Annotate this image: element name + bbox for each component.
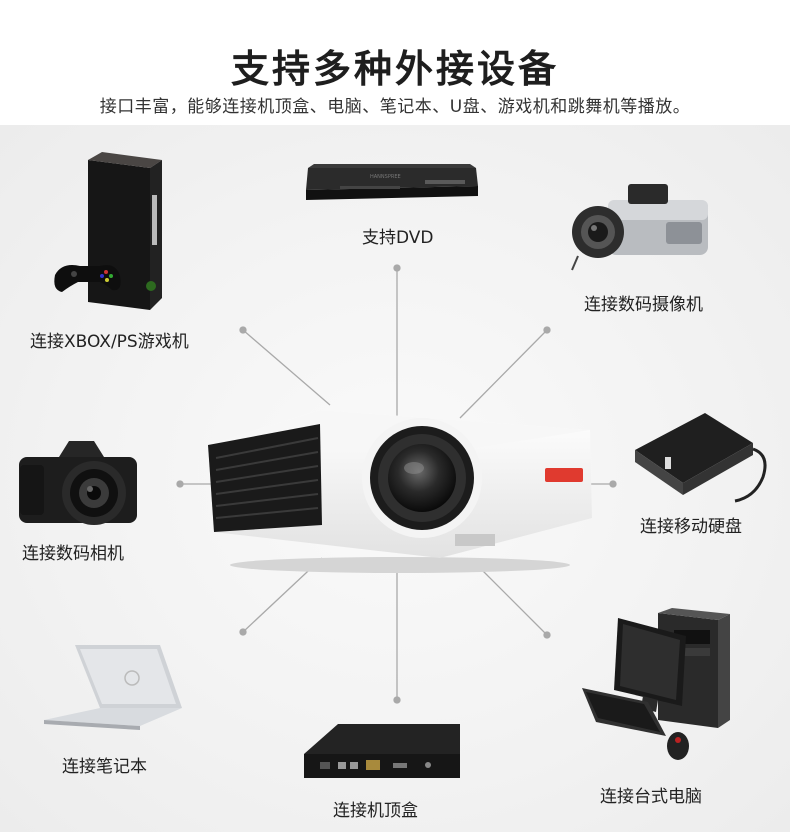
hdd-label: 连接移动硬盘 (640, 517, 742, 537)
laptop-icon (44, 645, 182, 730)
header: 支持多种外接设备 接口丰富，能够连接机顶盒、电脑、笔记本、U盘、游戏机和跳舞机等… (0, 0, 790, 125)
laptop-label: 连接笔记本 (62, 757, 147, 777)
camcorder-label: 连接数码摄像机 (584, 295, 703, 315)
game-console-icon (54, 152, 162, 310)
svg-text:HANNSPREE: HANNSPREE (370, 174, 401, 180)
connector-dot-laptop (239, 628, 247, 636)
connector-dot-camcorder (543, 326, 551, 334)
connector-line-desktop (471, 559, 548, 636)
desktop-pc-icon (582, 608, 730, 760)
connector-dot-settop (393, 696, 401, 704)
set-top-box-icon (304, 724, 460, 778)
settop-label: 连接机顶盒 (333, 801, 418, 821)
dvd-label: 支持DVD (362, 228, 434, 248)
page-title: 支持多种外接设备 (230, 47, 559, 91)
connector-dot-desktop (543, 631, 551, 639)
xbox-label: 连接XBOX/PS游戏机 (30, 332, 189, 352)
connector-line-camcorder (459, 329, 548, 419)
desktop-label: 连接台式电脑 (600, 787, 702, 807)
external-hdd-icon (635, 413, 767, 503)
dvd-player-icon: HANNSPREE (306, 164, 478, 200)
camera-icon (19, 441, 137, 525)
connector-dot-camera (176, 480, 184, 488)
camcorder-icon (571, 184, 708, 271)
page-subtitle: 接口丰富，能够连接机顶盒、电脑、笔记本、U盘、游戏机和跳舞机等播放。 (99, 97, 691, 117)
connector-line-xbox (242, 329, 331, 406)
connector-dot-hdd (609, 480, 617, 488)
connector-dot-xbox (239, 326, 247, 334)
connector-dot-dvd (393, 264, 401, 272)
projector-icon (208, 410, 592, 573)
camera-label: 连接数码相机 (22, 544, 124, 564)
